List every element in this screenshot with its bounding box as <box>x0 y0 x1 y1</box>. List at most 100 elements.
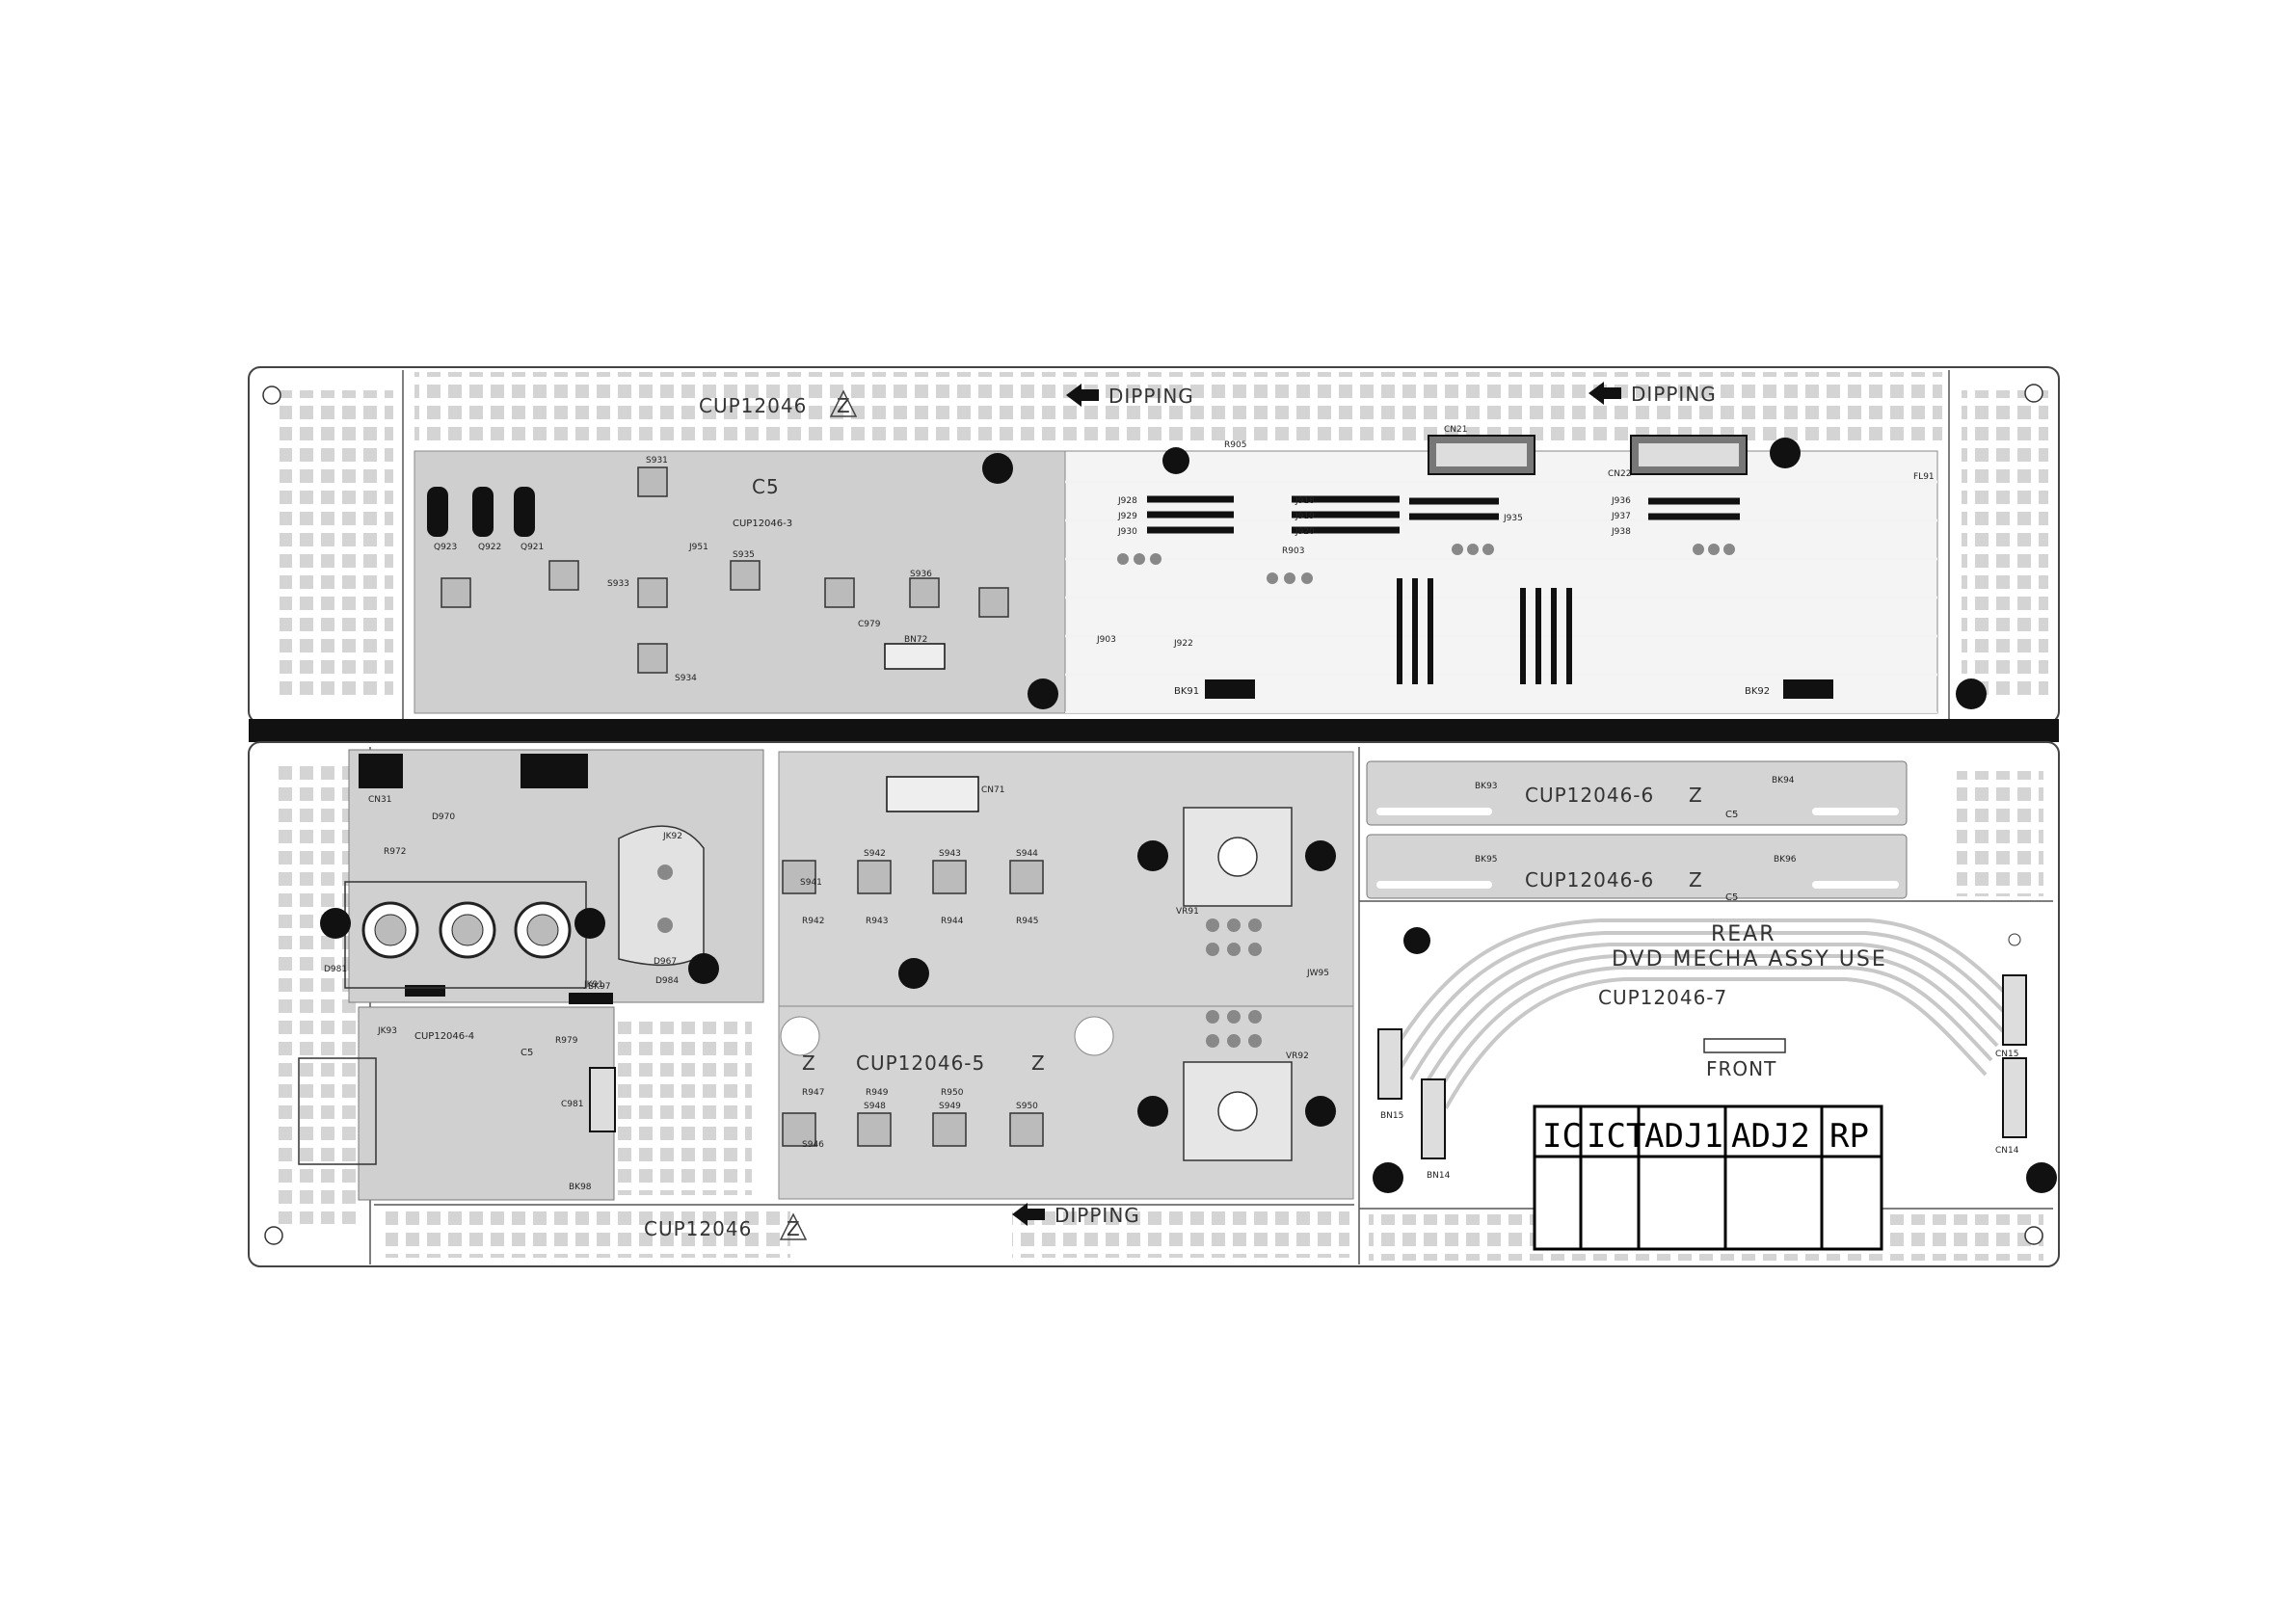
ref-q921: Q921 <box>521 543 544 552</box>
ref-cn15: CN15 <box>1995 1050 2018 1059</box>
ref-r947: R947 <box>802 1088 824 1098</box>
ref-r979: R979 <box>555 1036 578 1046</box>
pad-dots-upper <box>1117 544 1735 584</box>
mount-hole <box>2024 384 2043 403</box>
ref-j930: J930 <box>1117 527 1137 537</box>
ref-d967: D967 <box>654 957 677 967</box>
rca-jacks <box>344 881 587 989</box>
bk92-block <box>1783 679 1833 699</box>
transistor-row <box>427 487 535 537</box>
pad-grid-lower-bottom-2 <box>1012 1210 1349 1258</box>
ref-bn15: BN15 <box>1380 1111 1403 1121</box>
table-header-ict: ICT <box>1587 1117 1645 1156</box>
ref-j937: J937 <box>1611 512 1631 521</box>
ref-bn72: BN72 <box>904 635 927 645</box>
ref-s949: S949 <box>939 1102 961 1111</box>
ref-q923: Q923 <box>434 543 457 552</box>
ref-s944: S944 <box>1016 849 1038 859</box>
vr91-pot <box>1183 807 1293 907</box>
strip-code-top: CUP12046-6 <box>1525 784 1654 807</box>
rear-label: REAR <box>1711 922 1776 946</box>
pad-grid-top <box>414 372 1942 441</box>
ref-s933: S933 <box>607 579 629 589</box>
mount-hole <box>2024 1226 2043 1245</box>
cn71-connector <box>886 776 979 812</box>
ref-r949: R949 <box>866 1088 889 1098</box>
ref-r942: R942 <box>802 917 824 926</box>
mount-hole <box>262 386 281 405</box>
black-block-right <box>521 754 588 788</box>
bk98-connector <box>589 1067 616 1132</box>
ref-j936: J936 <box>1611 496 1631 506</box>
ref-bk95: BK95 <box>1475 855 1498 865</box>
ref-jk93: JK93 <box>377 1026 397 1036</box>
table-header-adj1: ADJ1 <box>1644 1117 1723 1156</box>
ref-cn31: CN31 <box>368 795 391 805</box>
panel-hole-right <box>1074 1016 1114 1056</box>
connector-cn22 <box>1630 435 1748 475</box>
ref-s942: S942 <box>864 849 886 859</box>
ref-s946: S946 <box>802 1140 824 1150</box>
ref-jw95: JW95 <box>1306 969 1329 978</box>
ref-s934: S934 <box>675 674 697 683</box>
jack-section-lower <box>358 1006 615 1201</box>
bk97-block <box>405 985 445 997</box>
flex-traces <box>1386 918 2016 1109</box>
table-header-adj2: ADJ2 <box>1731 1117 1810 1156</box>
ref-r905: R905 <box>1224 440 1246 450</box>
connector-cn21 <box>1428 435 1535 475</box>
lower-board-code: CUP12046 <box>644 1217 752 1240</box>
ref-r943: R943 <box>866 917 888 926</box>
bn15-connector <box>1377 1028 1402 1100</box>
ref-s941: S941 <box>800 878 822 888</box>
table-header-ic: IC <box>1542 1117 1582 1156</box>
rev-triangle-lower <box>779 1212 808 1240</box>
rev-mark-lower: Z <box>787 1217 801 1240</box>
ref-s948: S948 <box>864 1102 886 1111</box>
upper-board: CUP12046 Z C5 CUP12046-3 DIPPING DIPPING… <box>248 366 2060 724</box>
c5-mark-lower-left: C5 <box>521 1048 533 1058</box>
pad-grid-right-lower <box>1957 771 2043 896</box>
strip-rev-top: Z <box>1689 784 1703 807</box>
ref-q922: Q922 <box>478 543 501 552</box>
ref-r903: R903 <box>1282 546 1304 556</box>
ref-c981: C981 <box>561 1100 583 1109</box>
lower-board: IC ICT ADJ1 ADJ2 RP CUP12046 Z DIPPING C… <box>248 741 2060 1267</box>
ref-s943: S943 <box>939 849 961 859</box>
strip-code-bottom: CUP12046-6 <box>1525 868 1654 891</box>
upper-mirror-code: CUP12046-3 <box>733 519 792 529</box>
dipping-arrow-2: DIPPING <box>1589 382 1716 406</box>
pad-grid-right <box>1962 390 2048 699</box>
ref-j935: J935 <box>1503 514 1523 523</box>
dipping-arrow-1: DIPPING <box>1066 384 1193 408</box>
ref-j918: J918 <box>1295 496 1315 506</box>
ref-j920: J920 <box>1295 527 1315 537</box>
ref-d970: D970 <box>432 812 455 822</box>
c5-mark-strip-top: C5 <box>1725 810 1738 820</box>
ref-bk98: BK98 <box>569 1183 592 1192</box>
jumper-bus <box>1147 495 1740 534</box>
pad-grid-mid-left <box>617 1022 752 1195</box>
bn72-block <box>884 643 946 670</box>
ref-j922: J922 <box>1173 639 1193 649</box>
mount-hole <box>2008 933 2021 946</box>
fiducials-upper <box>982 438 1987 709</box>
ref-vr92: VR92 <box>1286 1051 1309 1061</box>
ref-jk91: JK91 <box>583 980 603 990</box>
strip-bk93-bk94 <box>1366 760 1908 826</box>
tact-switches-front <box>782 860 1044 1147</box>
dvd-mecha-label: DVD MECHA ASSY USE <box>1612 947 1887 971</box>
front-label: FRONT <box>1706 1057 1776 1080</box>
rev-triangle-upper <box>829 389 858 417</box>
ref-bk93: BK93 <box>1475 782 1498 791</box>
ref-bk96: BK96 <box>1774 855 1797 865</box>
c5-mark-strip-bottom: C5 <box>1725 892 1738 903</box>
strip-bk95-bk96 <box>1366 834 1908 899</box>
ref-j938: J938 <box>1611 527 1631 537</box>
vr92-pot <box>1183 1061 1293 1161</box>
panel-hole-left <box>780 1016 820 1056</box>
ref-cn14: CN14 <box>1995 1146 2019 1156</box>
center-rev-mark: Z <box>802 1051 816 1075</box>
rev-mark-upper: Z <box>837 394 851 417</box>
